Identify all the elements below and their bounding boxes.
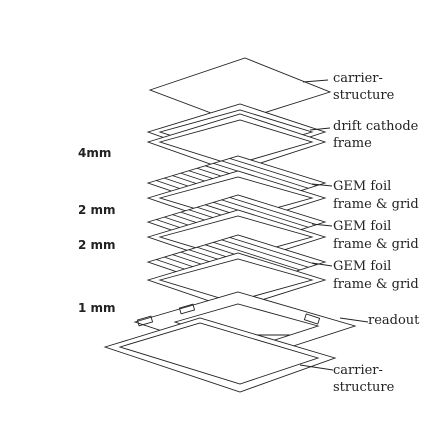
dimension-label-4mm: 4mm — [78, 146, 112, 160]
dimension-label-2mm-b: 2 mm — [78, 238, 116, 252]
label-gem1-line1: GEM foil — [333, 179, 392, 194]
gem-grid-line — [229, 237, 317, 266]
drift-cathode-frame-layer — [146, 103, 327, 173]
dimension-label-2mm-a: 2 mm — [78, 203, 116, 217]
label-carrier-bottom-line2: structure — [333, 380, 395, 395]
label-gem3-line2: frame & grid — [333, 277, 419, 292]
label-drift-line2: frame — [333, 136, 372, 151]
carrier-structure-top-plate — [148, 57, 332, 123]
gem-grid-line — [229, 158, 317, 187]
label-leader-lines — [299, 79, 369, 371]
gem-grid-line — [229, 197, 317, 226]
label-readout: readout — [368, 313, 420, 328]
label-gem2-line1: GEM foil — [333, 219, 392, 234]
label-carrier-top-line1: carrier- — [333, 71, 383, 86]
gem-foil-3-layer — [146, 234, 327, 310]
gem-grid-line — [213, 241, 301, 271]
label-gem3-line1: GEM foil — [333, 259, 392, 274]
label-gem2-line2: frame & grid — [333, 237, 419, 252]
label-carrier-top-line2: structure — [333, 88, 395, 103]
gem-grid-line — [221, 160, 309, 189]
label-drift-line1: drift cathode — [333, 119, 419, 134]
label-carrier-bottom-line1: carrier- — [333, 363, 383, 378]
gem-grid-line — [221, 199, 309, 228]
label-gem1-line2: frame & grid — [333, 197, 419, 212]
carrier-structure-bottom-plate — [103, 317, 337, 393]
gem-grid-line — [221, 239, 309, 268]
dimension-label-1mm: 1 mm — [78, 301, 116, 315]
